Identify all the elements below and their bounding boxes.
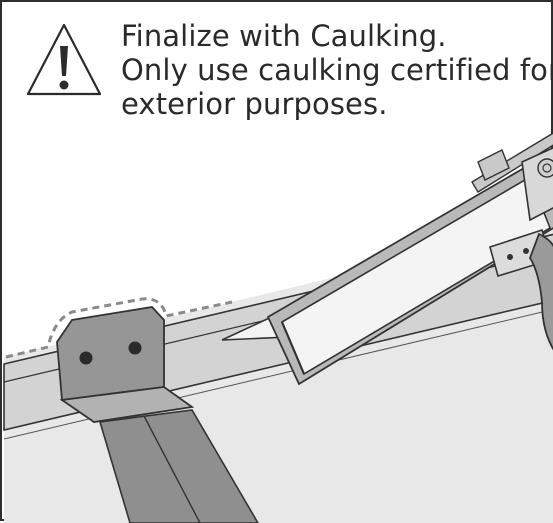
bracket-plate	[56, 306, 165, 402]
cartridge-rim	[280, 321, 306, 375]
instruction-line-2: exterior purposes.	[121, 87, 388, 121]
mounting-strap	[98, 409, 259, 523]
warning-triangle-icon	[26, 23, 102, 96]
instruction-line-1: Only use caulking certified for	[121, 53, 553, 87]
caulk-gun-ratchet	[477, 149, 510, 181]
caulk-gun-rod	[471, 132, 553, 193]
screw-hole-left	[79, 351, 93, 365]
trigger-pin-1	[507, 254, 513, 260]
screw-hole-right	[128, 341, 142, 355]
bracket-fold	[59, 386, 195, 423]
handle-knob	[537, 158, 553, 178]
caulk-gun-grip	[528, 232, 553, 351]
instruction-text: Finalize with Caulking. Only use caulkin…	[121, 19, 553, 121]
trigger-pin-2	[523, 248, 529, 254]
strap-fold-line	[143, 415, 201, 523]
caulk-bead-line	[5, 297, 233, 359]
handle-knob-inner	[542, 163, 552, 173]
instruction-title: Finalize with Caulking.	[121, 19, 447, 53]
